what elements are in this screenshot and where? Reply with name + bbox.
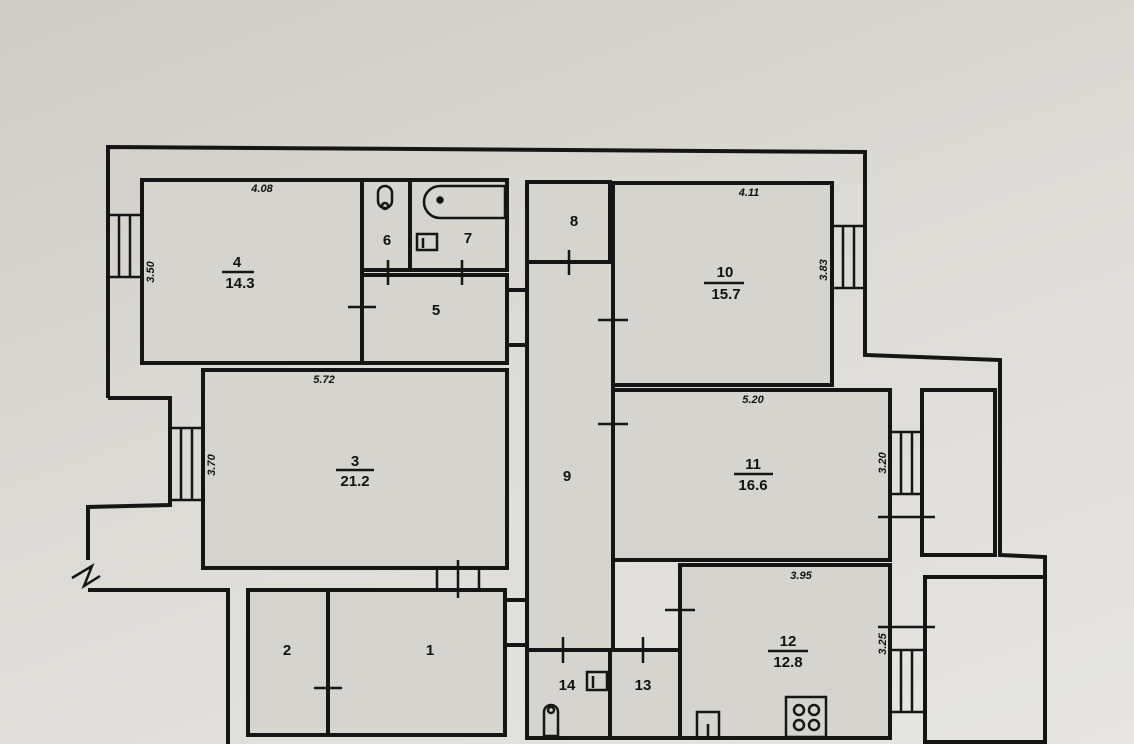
dim-room3-depth: 3.70: [206, 453, 218, 475]
room-9-number: 9: [563, 468, 571, 485]
room-13: [608, 648, 682, 740]
toilet-icon: [542, 703, 560, 738]
dim-room12-width: 3.95: [790, 570, 812, 582]
room-8-number: 8: [570, 213, 578, 230]
sink-icon: [415, 232, 439, 252]
room-13-number: 13: [635, 677, 652, 694]
room-7: [408, 178, 509, 272]
room-5: [360, 273, 509, 365]
sink-icon: [585, 670, 609, 692]
room-2-number: 2: [283, 642, 291, 659]
stove-icon: [784, 695, 828, 739]
dim-room11-depth: 3.20: [877, 451, 889, 473]
room-11-area: 16.6: [738, 477, 767, 494]
window-room3: [168, 426, 205, 502]
bathtub-icon: [422, 184, 507, 220]
outer-wall-left: [86, 396, 172, 560]
room-4-number: 4: [233, 254, 242, 271]
room-10-number: 10: [717, 264, 734, 281]
balcony-upper: [920, 388, 997, 557]
room-14: [525, 648, 612, 740]
room-4-area: 14.3: [225, 275, 254, 292]
window-room4: [106, 213, 144, 279]
window-room3-bottom: [435, 560, 481, 598]
dim-room4-depth: 3.50: [145, 260, 157, 282]
room-14-number: 14: [559, 677, 576, 694]
window-room12: [888, 648, 927, 714]
window-room10: [830, 224, 867, 290]
room-10-area: 15.7: [711, 286, 740, 303]
toilet-icon: [376, 184, 394, 211]
room-3-area: 21.2: [340, 473, 369, 490]
room-1: [326, 588, 507, 737]
room-6-number: 6: [383, 232, 391, 249]
break-line: [71, 563, 101, 590]
outer-wall-bottom-left: [88, 588, 230, 744]
room-5-number: 5: [432, 302, 440, 319]
dim-room10-width: 4.11: [738, 187, 760, 199]
outer-wall: [106, 144, 1047, 580]
dim-room10-depth: 3.83: [818, 259, 830, 280]
balcony-lower: [923, 575, 1047, 744]
dim-room3-width: 5.72: [313, 374, 334, 386]
window-room11: [888, 430, 924, 496]
room-2: [246, 588, 330, 737]
room-1-number: 1: [426, 642, 434, 659]
dim-room4-width: 4.08: [250, 183, 273, 195]
room-12-area: 12.8: [773, 654, 802, 671]
door-marks: [314, 250, 935, 690]
room-6: [360, 178, 412, 272]
room-3-number: 3: [351, 453, 359, 470]
room-12-number: 12: [780, 633, 797, 650]
room-7-number: 7: [464, 230, 472, 247]
room-11-number: 11: [745, 456, 761, 473]
kitchen-sink-icon: [695, 710, 721, 740]
dim-room11-width: 5.20: [742, 394, 764, 406]
dim-room12-depth: 3.25: [877, 632, 889, 654]
